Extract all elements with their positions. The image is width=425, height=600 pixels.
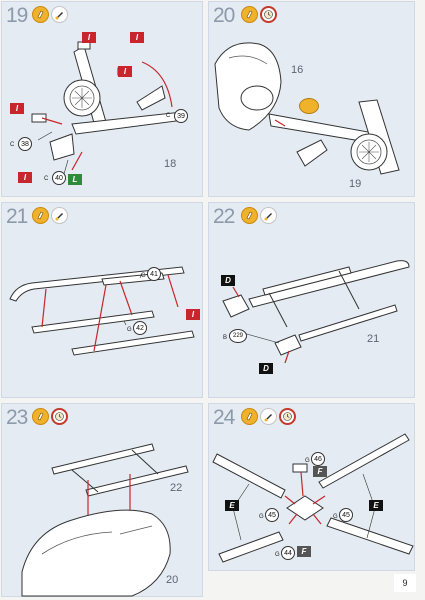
glue-point-icon	[299, 98, 319, 114]
part-tag-i: I	[186, 309, 200, 320]
part-number-46: 46	[311, 452, 325, 466]
part-tag-e: E	[225, 500, 239, 511]
assembly-callout: 21	[367, 333, 380, 345]
part-letter: G	[275, 552, 280, 558]
step-icons	[241, 408, 296, 425]
part-letter: G	[333, 514, 338, 520]
rotor-blades-drawing	[212, 433, 414, 563]
part-letter: C	[44, 176, 49, 182]
step-number: 23	[6, 406, 28, 429]
step-icons	[32, 207, 68, 224]
step-number: 20	[213, 4, 235, 27]
part-letter: G	[305, 458, 310, 464]
step-22-panel: 22 D D B 229 21	[208, 202, 415, 398]
paint-icon	[260, 207, 277, 224]
paint-icon	[51, 6, 68, 23]
clock-icon	[279, 408, 296, 425]
assembly-callout: 18	[164, 158, 177, 170]
part-number-41: 41	[147, 267, 161, 281]
part-letter: C	[166, 113, 171, 119]
part-letter: B	[223, 335, 228, 341]
assembly-callout: 19	[349, 178, 362, 190]
glue-icon	[32, 408, 49, 425]
part-tag-d: D	[221, 275, 235, 286]
part-number-40: 40	[52, 171, 66, 185]
part-tag-l: L	[68, 174, 82, 185]
part-tag-i: I	[82, 32, 96, 43]
part-letter: C	[10, 142, 15, 148]
step-20-panel: 20 16 19	[208, 1, 415, 197]
assembly-callout: 20	[166, 574, 179, 586]
part-number-38: 38	[18, 137, 32, 151]
part-letter: G	[127, 327, 132, 333]
clock-icon	[260, 6, 277, 23]
part-tag-f: F	[297, 546, 311, 557]
step-icons	[241, 207, 277, 224]
landing-skid-drawing	[9, 266, 195, 356]
step-21-panel: 21 G 41 G 42 I	[1, 202, 203, 398]
glue-icon	[241, 408, 258, 425]
part-tag-f: F	[313, 466, 327, 477]
step-icons	[32, 408, 68, 425]
step-number: 21	[6, 205, 28, 228]
step-19-panel: 19 I I I I I L C 38 C 40 39 C	[1, 1, 203, 197]
glue-icon	[241, 207, 258, 224]
skid-assembly-drawing	[222, 260, 410, 364]
part-number-42: 42	[133, 321, 147, 335]
clock-icon	[51, 408, 68, 425]
tail-boom-drawing	[31, 41, 185, 175]
part-tag-i: I	[130, 32, 144, 43]
part-letter: G	[259, 514, 264, 520]
part-tag-d: D	[259, 363, 273, 374]
part-tag-i: I	[118, 66, 132, 77]
part-tag-i: I	[18, 172, 32, 183]
part-tag-e: E	[369, 500, 383, 511]
glue-icon	[32, 207, 49, 224]
fuselage-tail-drawing	[214, 42, 400, 175]
step-icons	[32, 6, 68, 23]
assembly-callout: 22	[170, 482, 183, 494]
part-number-45: 45	[265, 508, 279, 522]
part-number-44: 44	[281, 546, 295, 560]
part-number-39: 39	[174, 109, 188, 123]
part-tag-i: I	[10, 103, 24, 114]
step-24-panel: 24 G 46 F E E G 45 G 45 G 44	[208, 403, 415, 571]
skid-to-fuselage-drawing	[21, 443, 189, 597]
step-number: 19	[6, 4, 28, 27]
part-letter: G	[141, 273, 146, 279]
assembly-callout: 16	[291, 64, 304, 76]
step-number: 24	[213, 406, 235, 429]
page-number: 9	[394, 574, 416, 592]
part-number-45: 45	[339, 508, 353, 522]
step-number: 22	[213, 205, 235, 228]
paint-icon	[51, 207, 68, 224]
step-23-panel: 23 22 20	[1, 403, 203, 597]
step-icons	[241, 6, 277, 23]
part-number-229: 229	[229, 329, 247, 343]
paint-icon	[260, 408, 277, 425]
glue-icon	[32, 6, 49, 23]
glue-icon	[241, 6, 258, 23]
